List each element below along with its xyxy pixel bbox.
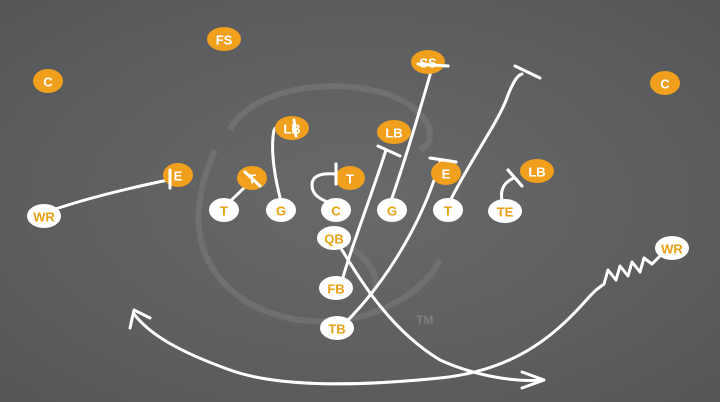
block-mark-fb: [376, 144, 402, 158]
defense-player-label: LB: [283, 122, 300, 137]
defense-player-label: E: [174, 169, 183, 184]
route-wr-right-motion: [588, 246, 670, 298]
defense-player-ss: SS: [411, 50, 445, 74]
offense-player-wr-right: WR: [655, 236, 689, 260]
block-mark-t-right: [513, 64, 542, 80]
route-tb-block: [338, 160, 442, 330]
route-qb: [334, 238, 544, 382]
offense-player-label: QB: [324, 232, 344, 247]
defense-player-marker: [33, 69, 63, 93]
route-t-right: [446, 72, 524, 207]
offense-player-wr-left: WR: [27, 204, 61, 228]
offense-player-g-left: G: [266, 198, 296, 222]
offense-player-marker: [655, 236, 689, 260]
route-c-block: [310, 172, 338, 207]
block-mark-g-right-overlay: [416, 62, 450, 68]
defense-player-label: E: [442, 167, 451, 182]
defense-player-marker: [520, 159, 554, 183]
defense-player-marker: [377, 120, 411, 144]
defense-player-lb-right: LB: [520, 159, 554, 183]
defense-player-marker: [207, 27, 241, 51]
offense-player-t-right: T: [433, 198, 463, 222]
offense-player-marker: [209, 198, 239, 222]
block-mark-g-left-overlay: [292, 118, 298, 138]
defense-player-e-left: E: [163, 163, 193, 187]
offense-player-tb: TB: [320, 316, 354, 340]
defense-player-lb-middle: LB: [377, 120, 411, 144]
offense-player-label: FB: [327, 282, 344, 297]
offense-player-label: G: [387, 204, 397, 219]
offense-player-marker: [27, 204, 61, 228]
defense-player-marker: [335, 166, 365, 190]
defense-player-label: SS: [419, 56, 437, 71]
offense-player-marker: [488, 199, 522, 223]
offense-player-label: TE: [497, 205, 514, 220]
defense-player-e-right: E: [431, 161, 461, 185]
defense-player-marker: [411, 50, 445, 74]
offense-player-marker: [377, 198, 407, 222]
defense-player-label: T: [346, 172, 354, 187]
offense-player-label: WR: [33, 210, 55, 225]
offense-player-label: G: [276, 204, 286, 219]
defense-player-label: LB: [528, 165, 545, 180]
route-fb-block: [338, 148, 388, 290]
offense-player-t-left: T: [209, 198, 239, 222]
offense-player-marker: [266, 198, 296, 222]
offense-player-label: T: [220, 204, 228, 219]
defense-player-marker: [650, 71, 680, 95]
offense-player-marker: [321, 198, 351, 222]
routes: [42, 62, 670, 390]
block-mark-te-overlay: [506, 168, 524, 188]
route-te-block: [500, 176, 516, 202]
offense-player-label: C: [331, 204, 341, 219]
offense-player-marker: [433, 198, 463, 222]
route-g-right-block: [390, 66, 434, 200]
watermark-tm: TM: [416, 313, 433, 327]
route-sweep: [132, 294, 592, 386]
route-qb-arrowhead: [520, 370, 546, 390]
block-mark-tb-overlay: [428, 156, 458, 164]
offense-player-fb: FB: [319, 276, 353, 300]
defense-player-label: FS: [216, 33, 233, 48]
offense-player-marker: [317, 226, 351, 250]
defense-player-label: LB: [385, 126, 402, 141]
defense-player-lb-left: LB: [275, 116, 309, 140]
offense-player-c: C: [321, 198, 351, 222]
block-mark-t-left-overlay: [243, 170, 262, 188]
offense-player-te: TE: [488, 199, 522, 223]
defense-player-label: C: [43, 75, 53, 90]
defense-player-t-right: T: [335, 166, 365, 190]
defense-player-marker: [431, 161, 461, 185]
defense-player-c-right: C: [650, 71, 680, 95]
defense-player-fs: FS: [207, 27, 241, 51]
offense-player-marker: [319, 276, 353, 300]
offense-player-label: T: [444, 204, 452, 219]
offense-player-qb: QB: [317, 226, 351, 250]
route-wr-left-block: [42, 178, 170, 215]
route-sweep-arrowhead: [128, 308, 152, 330]
offense-player-label: TB: [328, 322, 345, 337]
offense-player-g-right: G: [377, 198, 407, 222]
defense-player-marker: [275, 116, 309, 140]
defense-player-label: C: [660, 77, 670, 92]
offense-player-marker: [320, 316, 354, 340]
offense-player-label: WR: [661, 242, 683, 257]
defense-player-c-left: C: [33, 69, 63, 93]
